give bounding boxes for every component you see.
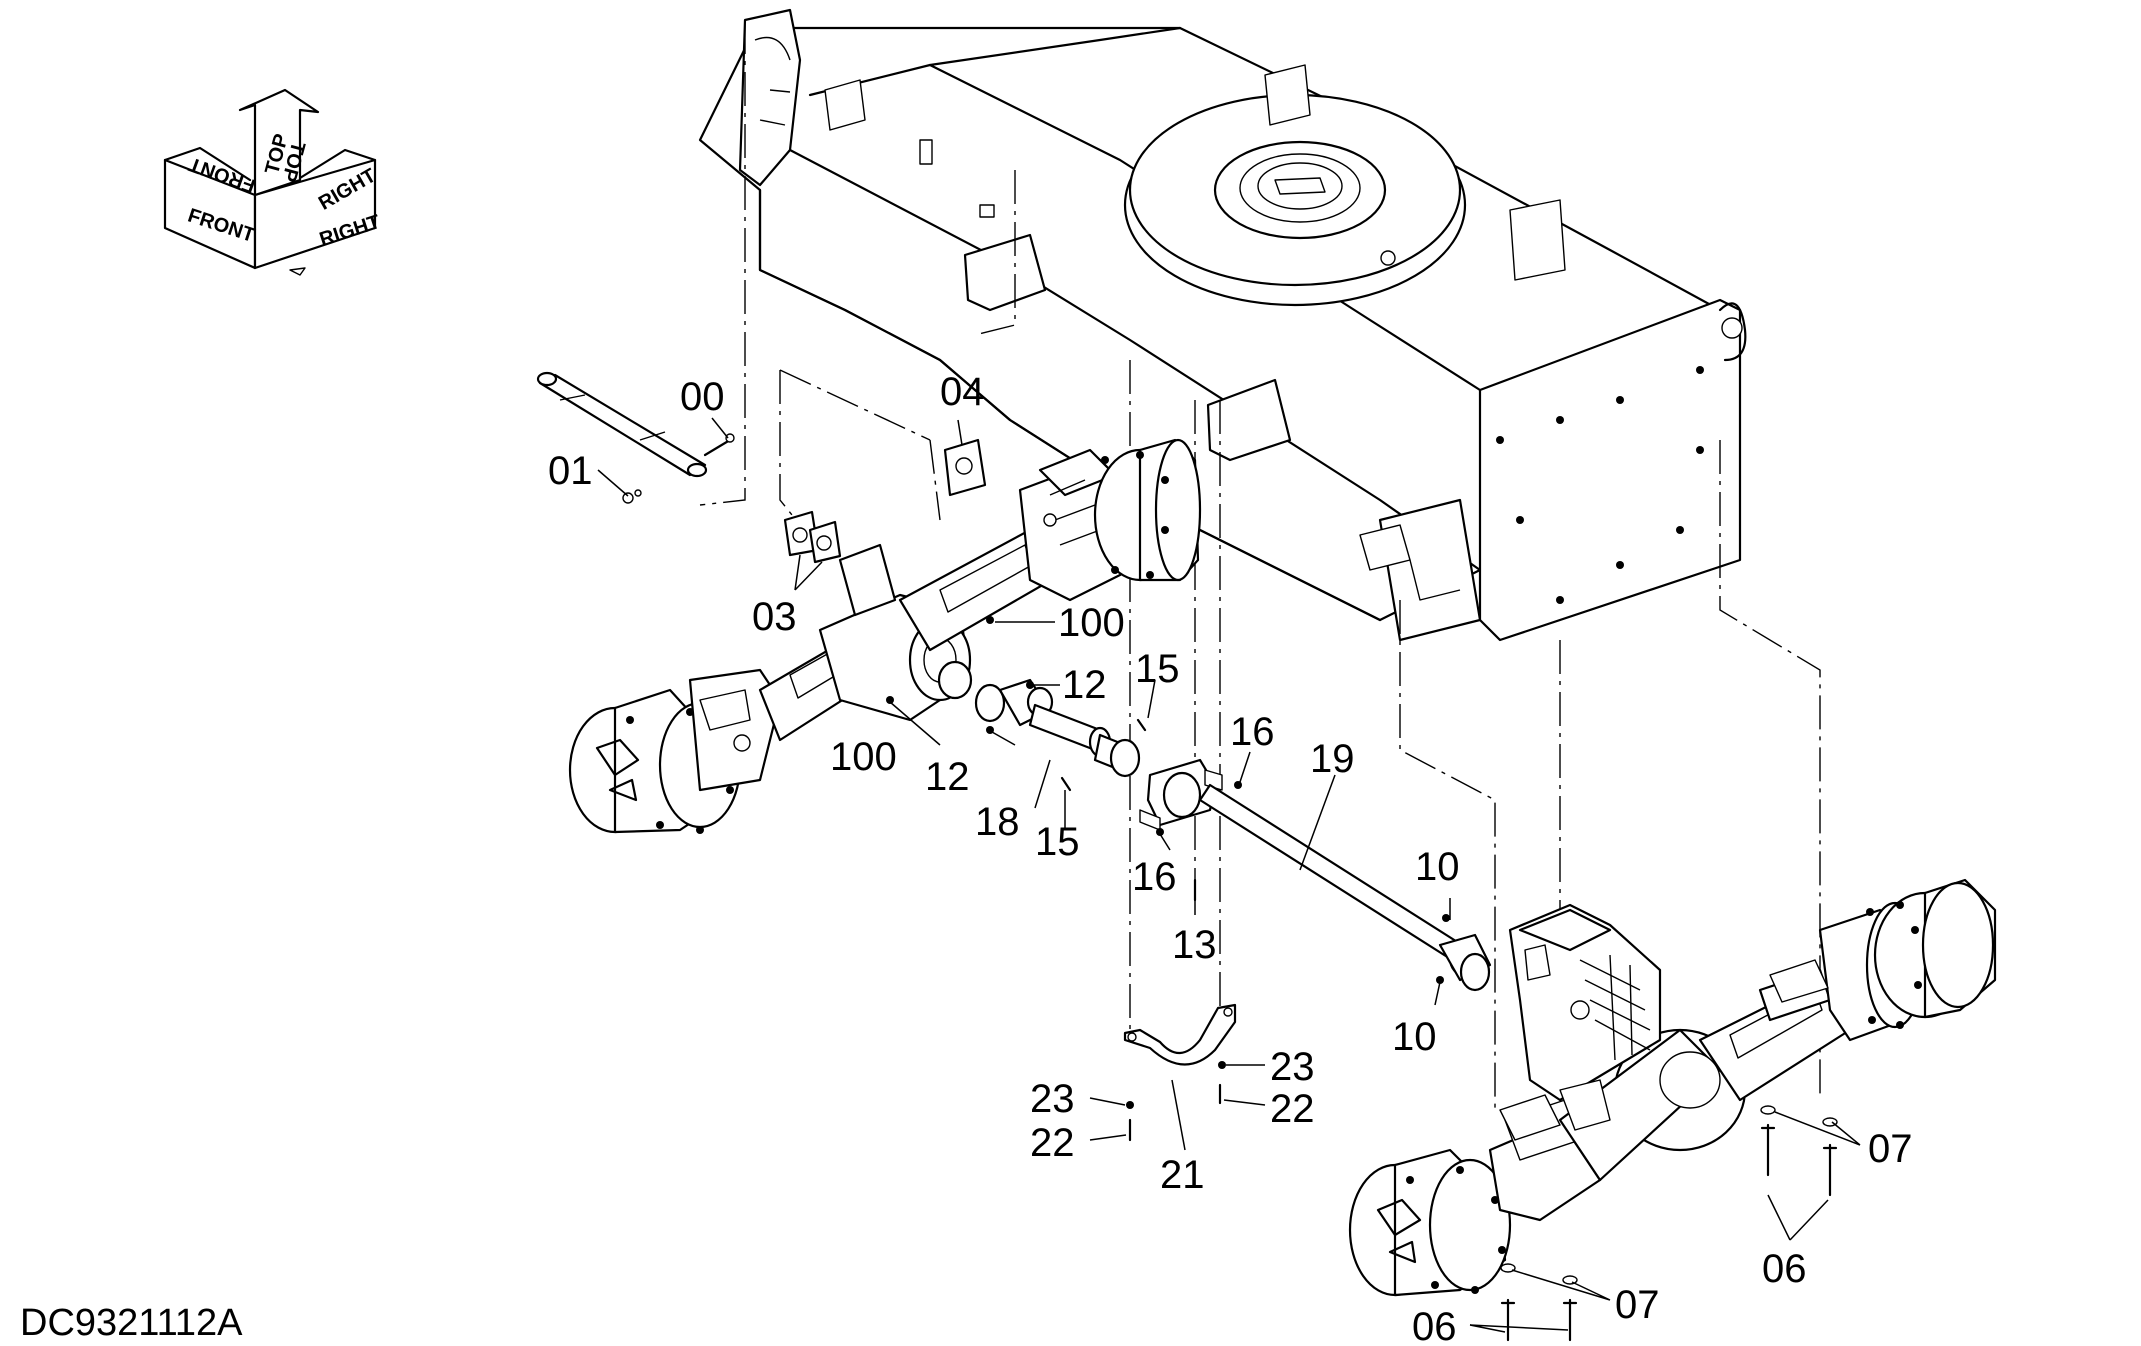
pivot-pin (536, 371, 735, 504)
bolt-15-a (1136, 718, 1147, 732)
callout-100-upper: 100 (1058, 601, 1125, 645)
hardware-marks (886, 616, 1838, 1342)
callout-10-lower: 10 (1392, 1015, 1437, 1059)
callout-23-left: 23 (1030, 1077, 1075, 1121)
washer-23-right (1218, 1061, 1226, 1069)
callout-03: 03 (752, 595, 797, 639)
callout-13: 13 (1172, 923, 1217, 967)
rear-axle (1348, 878, 1997, 1297)
bolt-15-b (1060, 776, 1072, 792)
chassis-frame (698, 8, 1747, 642)
callout-16-lower: 16 (1132, 855, 1177, 899)
callout-12-lower: 12 (925, 755, 970, 799)
callout-04: 04 (940, 370, 985, 414)
orientation-compass: FRONT FRONT TOP TOP RIGHT RIGHT (163, 88, 383, 276)
callout-23-right: 23 (1270, 1045, 1315, 1089)
washer-23-left (1126, 1101, 1134, 1109)
front-axle (568, 438, 1202, 834)
drawing-id: DC9321112A (20, 1302, 243, 1344)
callout-21: 21 (1160, 1153, 1205, 1197)
front-propeller-shaft (974, 678, 1141, 778)
washer-07-c (1500, 1263, 1516, 1273)
guard-strap (1123, 1003, 1237, 1066)
callout-06-left: 06 (1412, 1305, 1457, 1346)
callout-22-right: 22 (1270, 1087, 1315, 1131)
callout-15-lower: 15 (1035, 820, 1080, 864)
bolt-06-left-b (1562, 1298, 1578, 1342)
callout-07-right: 07 (1868, 1127, 1913, 1171)
callout-10-upper: 10 (1415, 845, 1460, 889)
callout-19: 19 (1310, 737, 1355, 781)
callout-18: 18 (975, 800, 1020, 844)
shim-plates (783, 438, 987, 564)
bolt-06-left-a (1500, 1298, 1516, 1342)
callout-07-left: 07 (1615, 1283, 1660, 1327)
bolt-06-right-a (1760, 1123, 1776, 1177)
callout-12-upper: 12 (1062, 663, 1107, 707)
center-bearing (1139, 758, 1223, 831)
bolt-06-right-b (1822, 1143, 1838, 1197)
callout-22-left: 22 (1030, 1121, 1075, 1165)
callout-100-lower: 100 (830, 735, 897, 779)
callouts: 00 01 03 04 100 12 15 100 12 18 15 16 19… (548, 370, 1913, 1346)
leader-lines (597, 417, 1861, 1333)
callout-16-upper: 16 (1230, 710, 1275, 754)
callout-15-upper: 15 (1135, 647, 1180, 691)
rear-propeller-shaft (1198, 783, 1492, 992)
transmission (1508, 903, 1662, 1131)
callout-06-right: 06 (1762, 1247, 1807, 1291)
callout-00: 00 (680, 375, 725, 419)
callout-01: 01 (548, 449, 593, 493)
washer-07-a (1760, 1105, 1776, 1115)
